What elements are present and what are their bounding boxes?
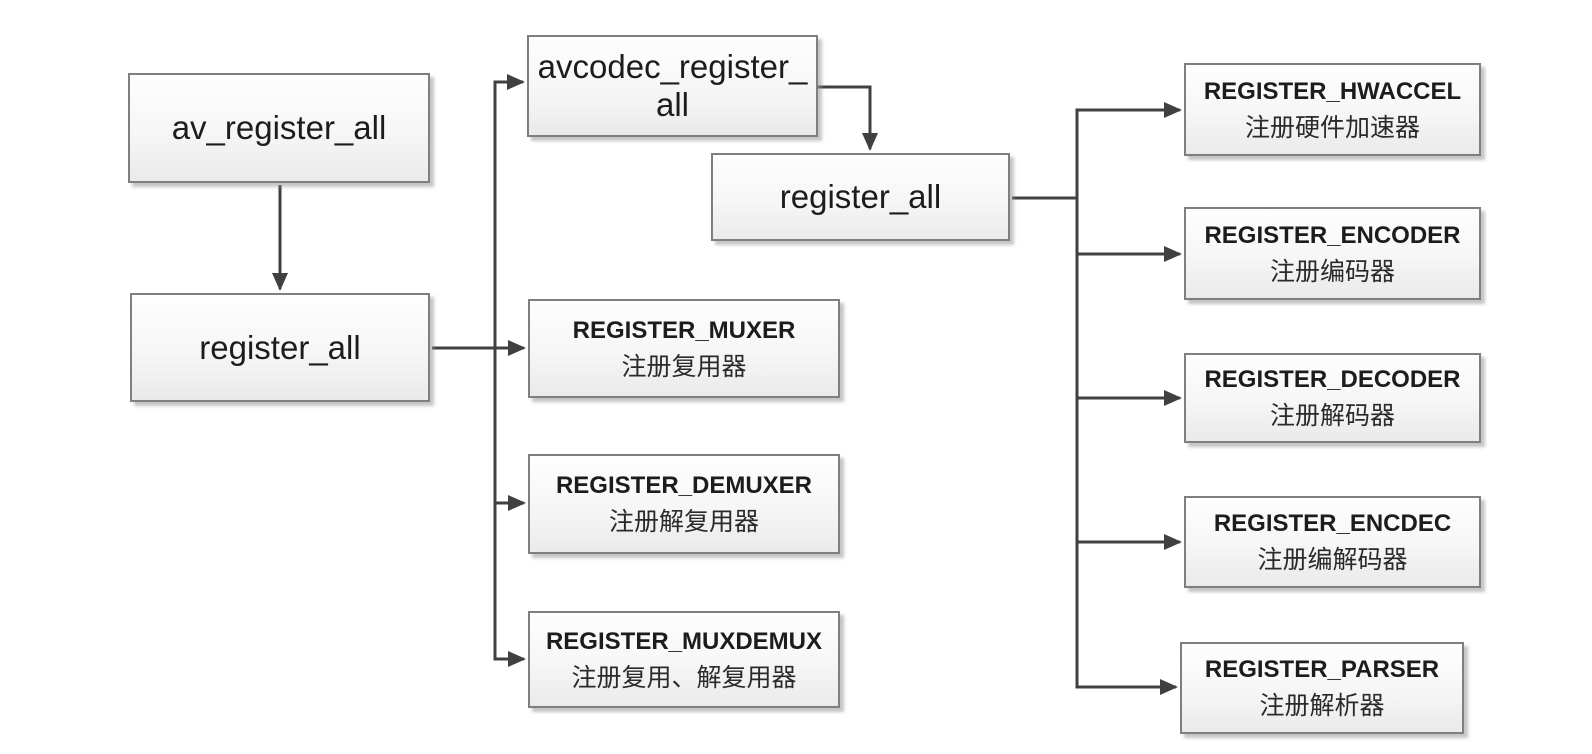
- node-register-all-1: register_all: [130, 293, 430, 402]
- node-label: REGISTER_PARSER: [1204, 656, 1440, 683]
- node-label: register_all: [199, 328, 361, 366]
- connector-left-trunk: [493, 74, 526, 667]
- node-label: register_all: [779, 178, 942, 215]
- connector-avcodec-to-register-all: [818, 85, 878, 151]
- node-avcodec-register-all: avcodec_register_all: [527, 35, 818, 137]
- node-register-decoder: REGISTER_DECODER 注册解码器: [1184, 353, 1481, 443]
- node-sublabel: 注册复用、解复用器: [571, 664, 797, 692]
- node-label: REGISTER_HWACCEL: [1203, 77, 1462, 105]
- node-register-hwaccel: REGISTER_HWACCEL 注册硬件加速器: [1184, 63, 1481, 156]
- node-sublabel: 注册编解码器: [1257, 547, 1408, 574]
- node-sublabel: 注册解析器: [1259, 693, 1385, 720]
- node-register-parser: REGISTER_PARSER 注册解析器: [1180, 642, 1464, 734]
- node-register-encoder: REGISTER_ENCODER 注册编码器: [1184, 207, 1481, 300]
- node-label: REGISTER_MUXDEMUX: [545, 627, 823, 655]
- node-av-register-all: av_register_all: [128, 73, 430, 183]
- node-sublabel: 注册解复用器: [608, 509, 759, 536]
- node-sublabel: 注册复用器: [621, 353, 747, 381]
- node-label: REGISTER_ENCODER: [1204, 221, 1461, 249]
- node-register-muxdemux: REGISTER_MUXDEMUX 注册复用、解复用器: [528, 611, 840, 708]
- node-label: REGISTER_DEMUXER: [555, 472, 813, 499]
- node-label: REGISTER_ENCDEC: [1213, 510, 1452, 537]
- node-label: avcodec_register_all: [537, 48, 808, 123]
- node-sublabel: 注册硬件加速器: [1244, 114, 1420, 142]
- node-register-demuxer: REGISTER_DEMUXER 注册解复用器: [528, 454, 840, 554]
- node-label: REGISTER_DECODER: [1204, 366, 1461, 393]
- node-sublabel: 注册编码器: [1269, 258, 1395, 286]
- node-sublabel: 注册解码器: [1269, 403, 1395, 430]
- node-register-all-2: register_all: [711, 153, 1010, 241]
- node-label: REGISTER_MUXER: [572, 316, 796, 344]
- node-label: av_register_all: [171, 109, 387, 146]
- node-register-encdec: REGISTER_ENCDEC 注册编解码器: [1184, 496, 1481, 588]
- node-register-muxer: REGISTER_MUXER 注册复用器: [528, 299, 840, 398]
